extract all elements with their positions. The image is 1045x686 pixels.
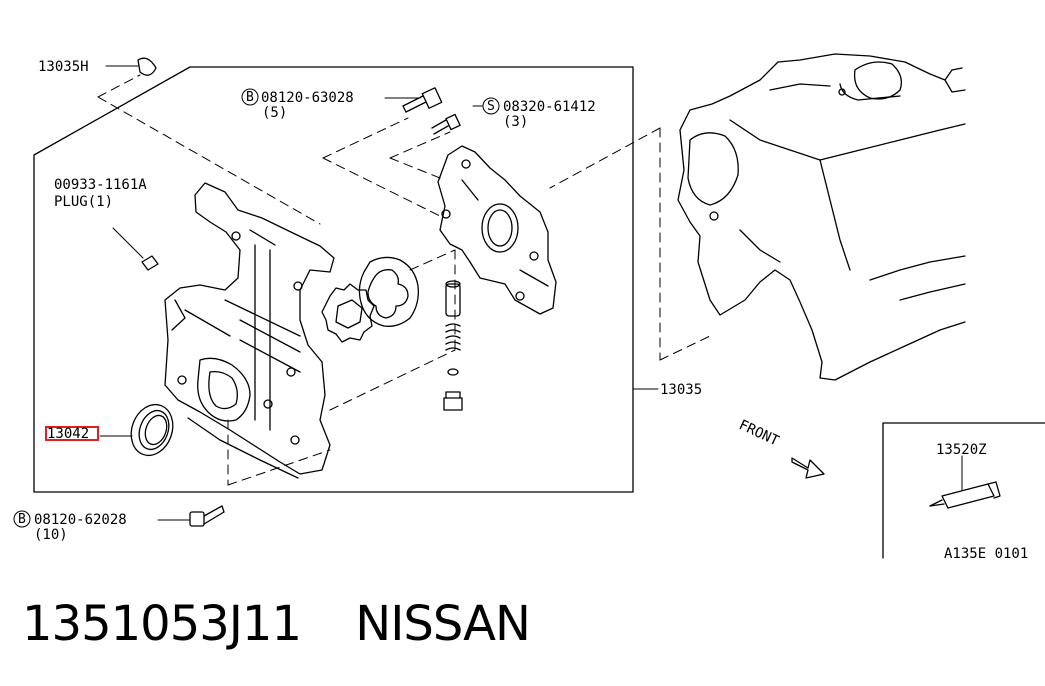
label-08120-62028-qty: (10): [34, 527, 68, 543]
front-arrow: [791, 457, 825, 479]
engine-block: [677, 53, 966, 381]
label-00933-1161a: 00933-1161A: [54, 177, 147, 193]
inset-box: [882, 422, 1045, 559]
footer-caption: 1351053J11 NISSAN: [22, 596, 531, 652]
oil-pump-housing: [437, 145, 557, 315]
highlight-13042: [45, 426, 99, 441]
assembly-frame: [33, 66, 634, 493]
outer-rotor: [358, 256, 419, 327]
badge-circles: [13, 88, 500, 528]
brand-name: NISSAN: [355, 596, 531, 652]
front-cover: [164, 182, 335, 479]
label-code: A135E 0101: [944, 546, 1028, 562]
dashed-guides: [97, 74, 711, 486]
badge-b-1: B: [246, 90, 254, 105]
label-13035: 13035: [660, 382, 702, 398]
label-08120-62028: 08120-62028: [34, 512, 127, 528]
plug-00933: [141, 255, 159, 271]
labels: 13035H B 08120-63028 (5) S 08320-61412 (…: [18, 59, 1028, 562]
label-13035h: 13035H: [38, 59, 89, 75]
label-13042: 13042: [47, 426, 89, 442]
label-08120-63028: 08120-63028: [261, 90, 354, 106]
oil-seal-13042: [130, 403, 174, 457]
inner-gear: [321, 283, 375, 343]
label-08320-61412-qty: (3): [503, 114, 528, 130]
sealant-tube-13520z: [929, 481, 1001, 509]
bolt-08120-62028: [189, 505, 225, 527]
leader-lines: [99, 65, 963, 521]
label-front: FRONT: [736, 417, 781, 450]
label-13520z: 13520Z: [936, 442, 987, 458]
label-08320-61412: 08320-61412: [503, 99, 596, 115]
part-number: 1351053J11: [22, 596, 302, 652]
label-08120-63028-qty: (5): [262, 105, 287, 121]
bolt-08120-63028: [402, 87, 443, 113]
screw-08320-61412: [431, 113, 461, 135]
badge-s: S: [487, 99, 495, 114]
badge-b-2: B: [18, 512, 26, 527]
relief-valve: [443, 280, 463, 411]
plug-13035h: [137, 57, 157, 76]
label-plug: PLUG(1): [54, 194, 113, 210]
